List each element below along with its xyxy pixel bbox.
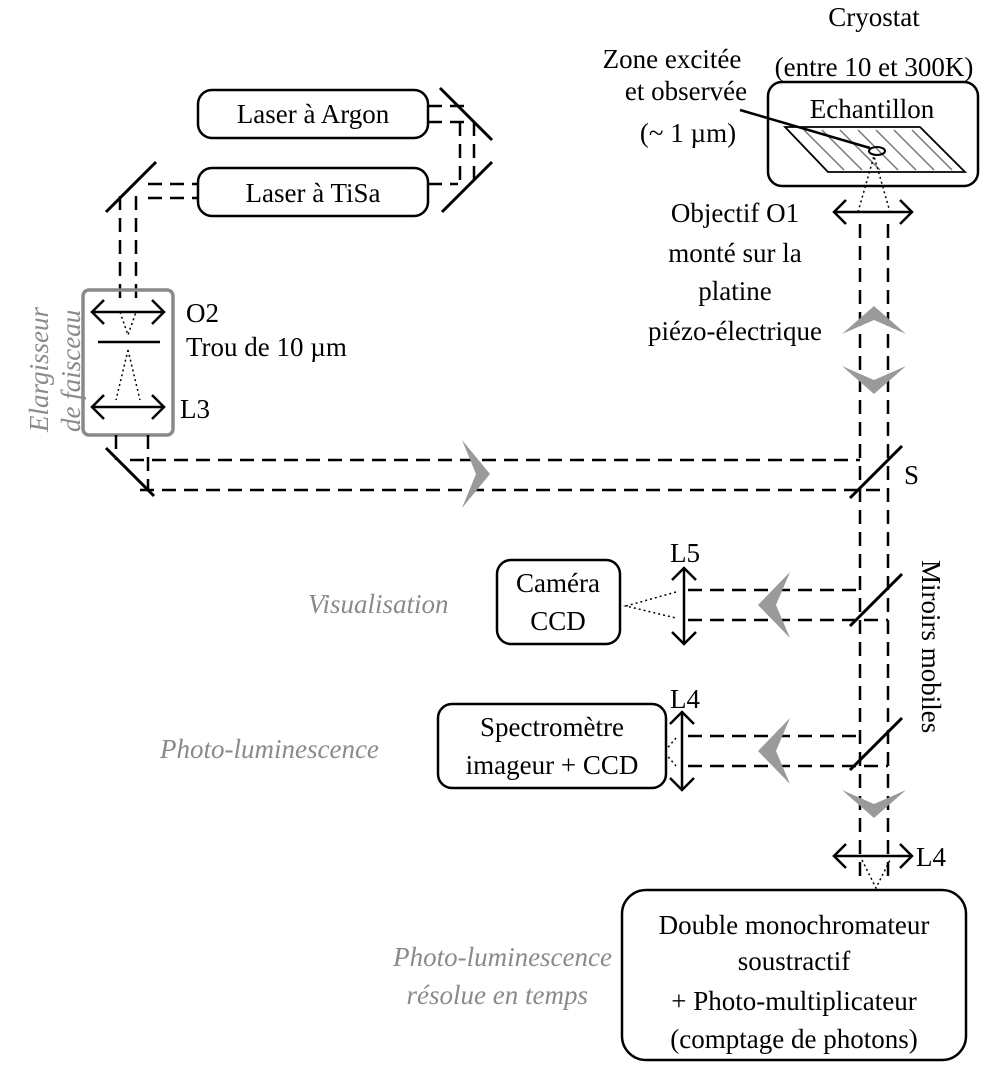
sample-label: Echantillon xyxy=(810,94,935,124)
expander-label-line1: Elargisseur xyxy=(24,307,54,433)
mono-label-line4: (comptage de photons) xyxy=(670,1024,917,1054)
camera-label-line1: Caméra xyxy=(516,568,600,598)
zone-label-line2: et observée xyxy=(625,76,747,106)
arrow-up-objective xyxy=(842,306,906,334)
lens-l4-bottom xyxy=(832,843,914,869)
cryostat-label-line1: Cryostat xyxy=(828,2,920,32)
trpl-label-line2: résolue en temps xyxy=(407,980,588,1010)
argon-laser-label: Laser à Argon xyxy=(237,99,390,129)
tisa-laser-box xyxy=(196,166,430,218)
lens-l5 xyxy=(671,566,697,646)
sample-plate xyxy=(782,126,968,173)
l4-bottom-label: L4 xyxy=(916,842,946,872)
monochromator-focus xyxy=(861,859,891,890)
s-label: S xyxy=(904,460,919,490)
l5-label: L5 xyxy=(670,538,700,568)
camera-focus xyxy=(623,591,677,619)
expander-label-line2: de faisceau xyxy=(56,310,86,432)
zone-pointer xyxy=(739,108,871,150)
mono-label-line1: Double monochromateur xyxy=(659,910,930,940)
mirror-argon xyxy=(438,86,494,142)
arrow-left-camera xyxy=(758,572,790,638)
photoluminescence-label: Photo-luminescence xyxy=(159,734,379,764)
lens-o2 xyxy=(90,299,166,325)
arrow-down-bottom xyxy=(842,790,906,818)
tisa-laser-label: Laser à TiSa xyxy=(246,178,381,208)
camera-box xyxy=(495,558,622,646)
spectro-label-line2: imageur + CCD xyxy=(466,750,639,780)
o2-label: O2 xyxy=(186,298,219,328)
visualisation-label: Visualisation xyxy=(308,589,449,619)
argon-laser-box xyxy=(196,88,430,140)
objective-label-line2: monté sur la xyxy=(668,238,801,268)
pinhole-label: Trou de 10 µm xyxy=(186,332,347,362)
mirrors-mobiles-label: Miroirs mobiles xyxy=(916,560,946,733)
mirror-expander-out xyxy=(104,446,156,498)
excited-zone xyxy=(868,146,886,156)
mirror-camera xyxy=(848,572,904,628)
spectrometer-box xyxy=(436,702,668,790)
zone-label-line1: Zone excitée xyxy=(603,44,742,74)
arrow-left-spectro xyxy=(758,718,790,784)
arrow-right-horizontal xyxy=(462,440,490,508)
spectro-focus xyxy=(663,737,677,767)
lens-l3 xyxy=(90,394,166,420)
objective-label-line1: Objectif O1 xyxy=(671,198,799,228)
beamsplitter-s xyxy=(848,444,904,500)
focus-cone-o2 xyxy=(119,311,137,338)
divergent-cone-l3 xyxy=(115,349,141,401)
objective-label-line3: platine xyxy=(698,276,771,306)
beam-expander-box xyxy=(81,288,175,437)
trpl-label-line1: Photo-luminescence xyxy=(392,942,612,972)
lens-o1 xyxy=(832,199,914,225)
mono-label-line3: + Photo-multiplicateur xyxy=(671,986,916,1016)
objective-label-line4: piézo-électrique xyxy=(648,316,822,346)
cryostat-label-line2: (entre 10 et 300K) xyxy=(775,52,974,82)
lens-l4-spectro xyxy=(669,710,695,792)
l3-label: L3 xyxy=(180,394,210,424)
l4-spectro-label: L4 xyxy=(670,684,700,714)
mirror-tisa xyxy=(104,160,158,214)
mirror-argon-lower xyxy=(440,160,494,214)
zone-label-line3: (~ 1 µm) xyxy=(640,118,736,148)
monochromator-box xyxy=(620,888,968,1062)
camera-label-line2: CCD xyxy=(530,606,586,636)
mirror-spectro xyxy=(848,716,904,772)
mono-label-line2: soustractif xyxy=(738,946,850,976)
arrow-down-objective xyxy=(842,366,906,394)
spectro-label-line1: Spectromètre xyxy=(480,712,624,742)
